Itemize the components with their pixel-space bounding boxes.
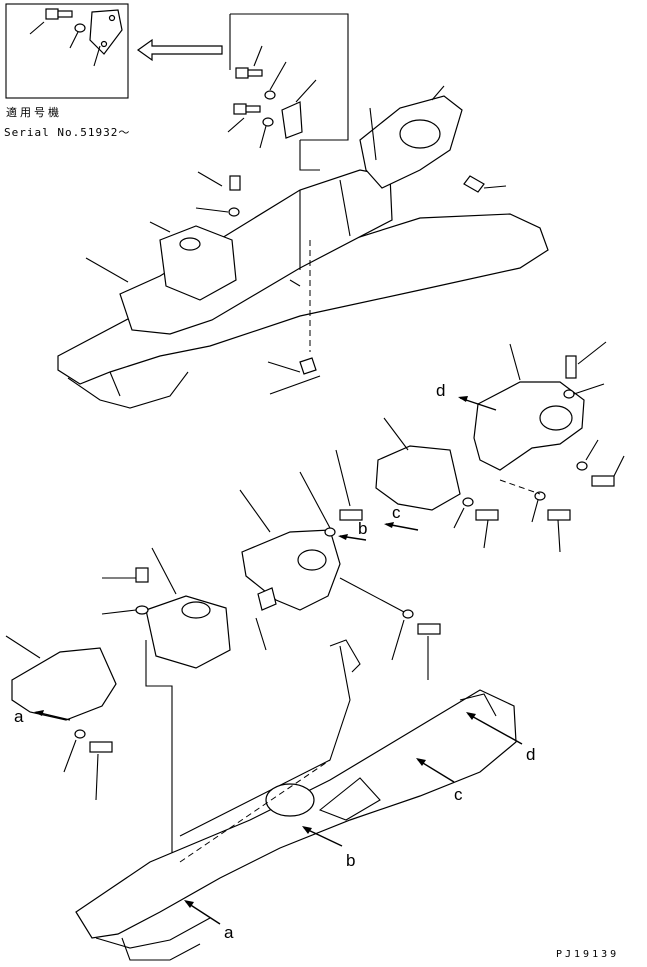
inset-plate-icon [89, 9, 123, 67]
label-c-upper: c [384, 503, 419, 531]
housing-cover-part [239, 449, 441, 680]
label-b-lower-text: b [346, 851, 355, 870]
rear-cover-part [473, 341, 625, 487]
inset-washer-icon [69, 23, 86, 49]
label-d-lower-text: d [526, 745, 535, 764]
label-a-upper-text: a [14, 707, 24, 726]
lower-frame [75, 639, 517, 961]
label-c-lower: c [416, 758, 463, 804]
inset-arrow-icon [136, 38, 223, 62]
serial-number-label: Serial No.51932～ [4, 126, 131, 139]
label-c-upper-text: c [392, 503, 401, 522]
inset-box [5, 3, 129, 99]
applicable-machine-label: 適用号機 [6, 106, 62, 119]
label-a-lower: a [184, 900, 234, 942]
label-d-upper: d [436, 381, 497, 411]
inset-bolt-icon [29, 8, 73, 35]
label-d-lower: d [466, 712, 535, 764]
label-a-upper: a [14, 707, 71, 726]
drawing-code: PJ19139 [556, 949, 620, 960]
label-a-lower-text: a [224, 923, 234, 942]
cover-a-part [5, 635, 117, 801]
label-d-upper-text: d [436, 381, 445, 400]
upper-assembly [57, 85, 549, 409]
label-b-upper-text: b [358, 519, 367, 538]
callout-box [227, 13, 349, 171]
saddle-block-part [101, 547, 231, 862]
label-c-lower-text: c [454, 785, 463, 804]
cover-c-part [375, 417, 571, 553]
label-b-lower: b [302, 826, 355, 870]
label-b-upper: b [338, 519, 367, 541]
